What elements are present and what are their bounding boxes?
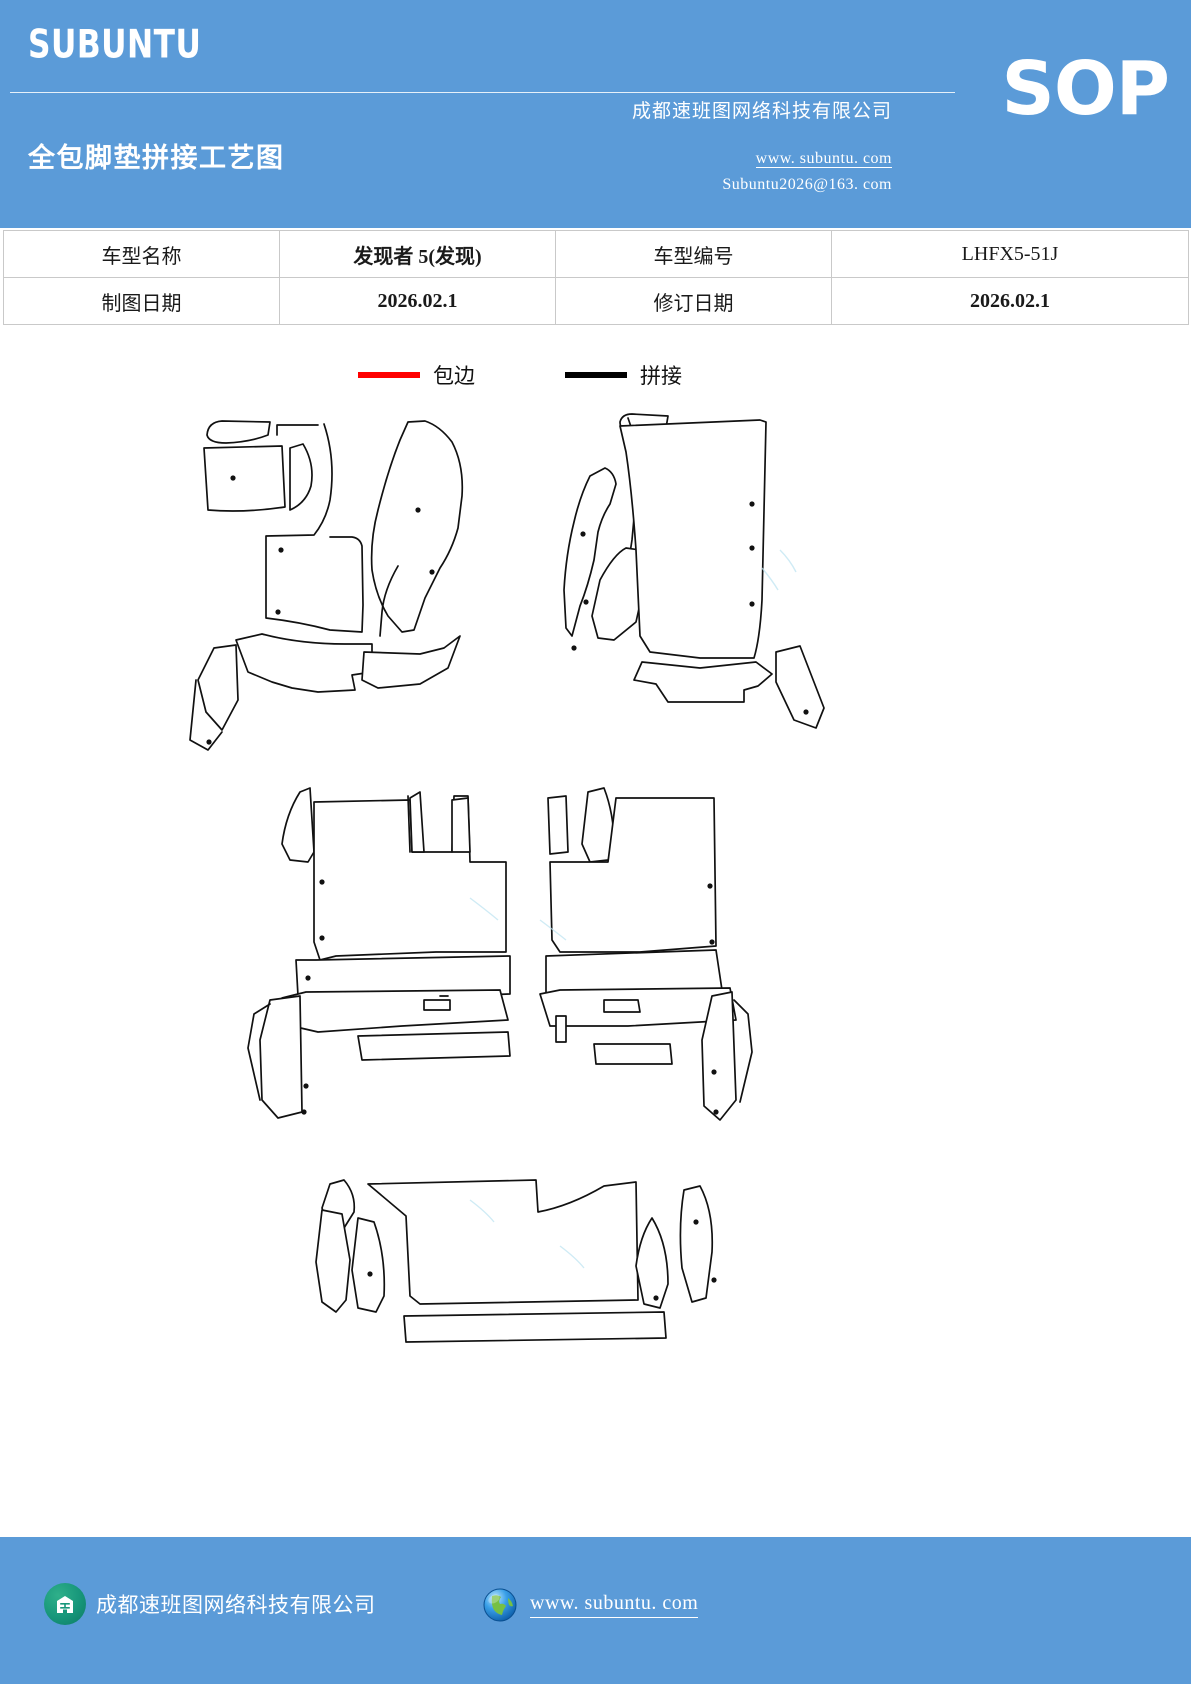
footer-website-label: www. subuntu. com	[530, 1592, 699, 1618]
value-revision-date: 2026.02.1	[831, 277, 1189, 325]
vehicle-info-table: 车型名称 发现者 5(发现) 车型编号 LHFX5-51J 制图日期 2026.…	[3, 230, 1189, 325]
legend-item-splice: 拼接	[565, 360, 682, 390]
label-revision-date: 修订日期	[555, 277, 832, 325]
label-vehicle-name: 车型名称	[3, 230, 280, 278]
value-vehicle-code: LHFX5-51J	[831, 230, 1189, 278]
legend-label-splice: 拼接	[640, 364, 682, 388]
page-title: 全包脚垫拼接工艺图	[28, 143, 285, 174]
label-vehicle-code: 车型编号	[555, 230, 832, 278]
drawing-group-middle	[247, 787, 753, 1121]
brand-logo: SUBUNTU	[28, 22, 202, 68]
label-draw-date: 制图日期	[3, 277, 280, 325]
footer-company: 成都速班图网络科技有限公司	[44, 1583, 376, 1625]
header-website-text: www. subuntu. com	[755, 150, 892, 168]
drawing-group-rear	[315, 1179, 717, 1343]
legend-item-binding: 包边	[358, 360, 475, 390]
header-website-link[interactable]: www. subuntu. com	[0, 150, 955, 168]
value-draw-date: 2026.02.1	[279, 277, 556, 325]
header-divider	[10, 92, 955, 93]
table-row: 车型名称 发现者 5(发现) 车型编号 LHFX5-51J	[3, 230, 1189, 278]
header-company-name: 成都速班图网络科技有限公司	[631, 101, 892, 122]
table-row: 制图日期 2026.02.1 修订日期 2026.02.1	[3, 277, 1189, 325]
doc-type-badge: SOP	[1001, 46, 1170, 132]
mat-pattern-drawing	[0, 400, 1191, 1430]
footer-website[interactable]: www. subuntu. com	[478, 1583, 699, 1627]
black-line-swatch-icon	[565, 372, 627, 378]
page-header: SUBUNTU 成都速班图网络科技有限公司 全包脚垫拼接工艺图 www. sub…	[0, 0, 1191, 228]
header-email: Subuntu2026@163. com	[722, 176, 892, 193]
globe-icon	[478, 1583, 522, 1627]
page-footer: 成都速班图网络科技有限公司	[0, 1537, 1191, 1684]
drawing-group-front	[189, 413, 825, 751]
red-line-swatch-icon	[358, 372, 420, 378]
legend-label-binding: 包边	[433, 364, 475, 388]
legend: 包边 拼接	[0, 360, 1191, 394]
building-icon	[44, 1583, 86, 1625]
footer-company-label: 成都速班图网络科技有限公司	[96, 1593, 376, 1617]
value-vehicle-name: 发现者 5(发现)	[279, 230, 556, 278]
